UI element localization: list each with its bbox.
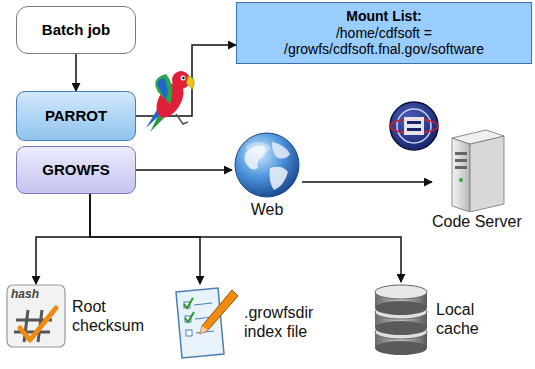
connector-arrow (136, 45, 236, 116)
server-node: Code Server (432, 128, 522, 231)
cache-icon (372, 282, 430, 356)
globe-icon (232, 130, 302, 200)
box-title: Mount List: (346, 8, 421, 25)
process-box: Batch job (16, 6, 136, 54)
connector-arrow (136, 169, 232, 171)
cdf-logo (390, 102, 438, 150)
box-title: GROWFS (42, 161, 110, 179)
connector-arrow (75, 54, 77, 91)
box-title: Batch job (42, 21, 110, 39)
cache-node: Local cache (372, 282, 506, 356)
parrot-illustration (146, 71, 194, 132)
layer-box: PARROT (16, 91, 136, 141)
node-label: Code Server (432, 212, 522, 231)
index-file-node: .growfsdir index file (172, 284, 334, 360)
node-label: Root checksum (72, 297, 150, 335)
server-icon (446, 128, 508, 212)
mount-list-box: Mount List:/home/cdfsoft = /growfs/cdfso… (236, 2, 532, 64)
connector-arrow (36, 194, 90, 284)
web-node: Web (232, 130, 302, 219)
node-label: .growfsdir index file (244, 303, 334, 341)
icon-holder (172, 284, 238, 360)
icon-label: hash (11, 287, 39, 301)
layer-box: GROWFS (16, 146, 136, 194)
box-title: PARROT (45, 107, 107, 125)
connector-arrow (90, 194, 200, 284)
icon-holder (232, 130, 302, 200)
connector-arrow (90, 194, 401, 282)
icon-holder (446, 128, 508, 212)
icon-holder (372, 282, 430, 356)
node-label: Local cache (436, 300, 506, 338)
node-label: Web (251, 200, 284, 219)
index-file-icon (172, 284, 238, 360)
box-body: /home/cdfsoft = /growfs/cdfsoft.fnal.gov… (245, 25, 523, 59)
connector-arrow (302, 181, 432, 183)
